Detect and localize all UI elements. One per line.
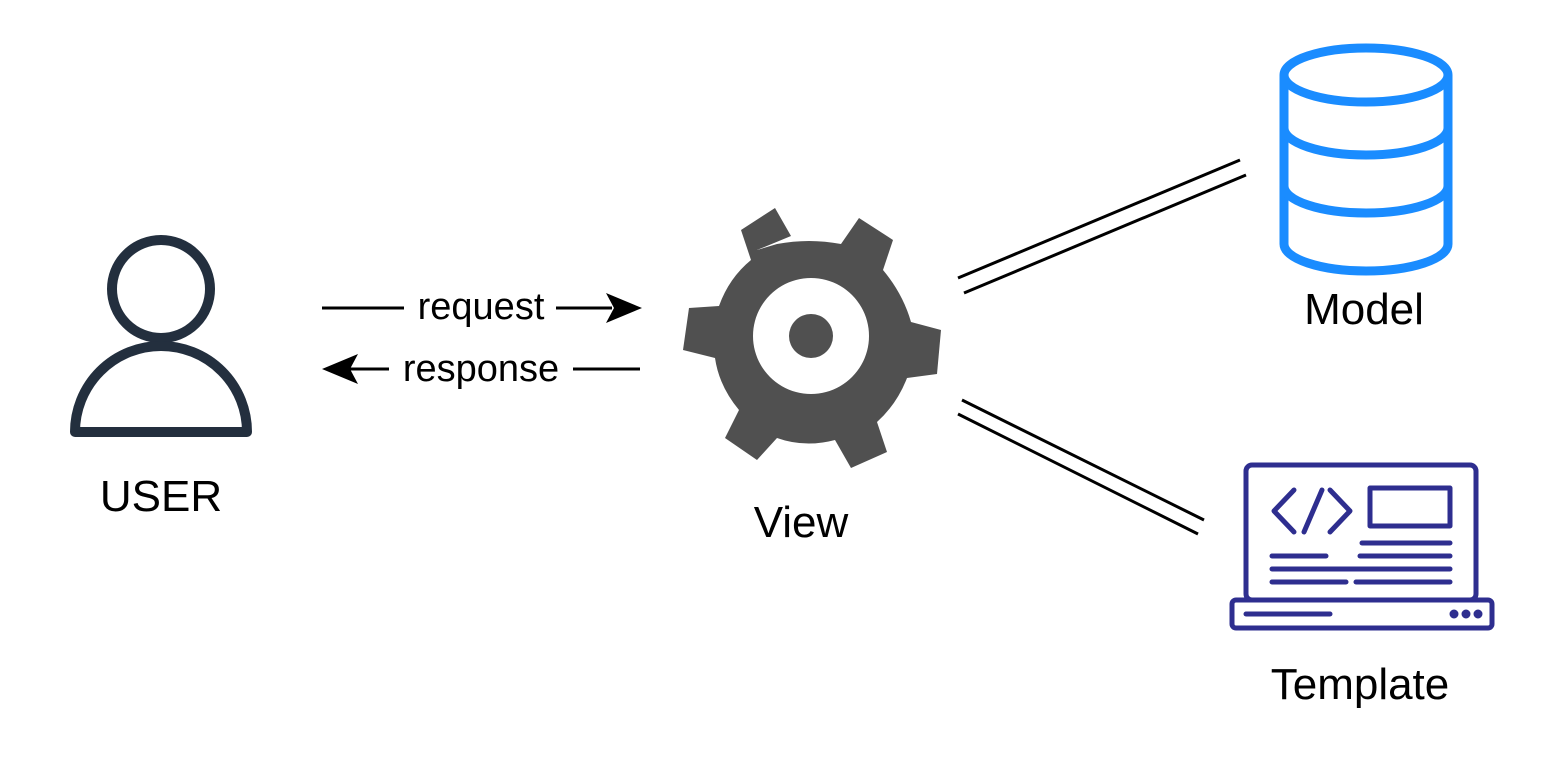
response-arrowhead	[322, 354, 358, 384]
response-label: response	[403, 348, 559, 390]
template-label: Template	[1271, 660, 1450, 709]
request-arrow: request	[322, 284, 642, 328]
user-label: USER	[100, 472, 222, 521]
response-arrow: response	[322, 346, 640, 390]
laptop-code-icon	[1229, 462, 1495, 631]
gear-icon	[683, 208, 941, 468]
user-icon	[70, 235, 252, 437]
database-icon	[1279, 43, 1453, 276]
model-label: Model	[1304, 285, 1424, 334]
view-model-connector	[957, 158, 1247, 295]
request-label: request	[418, 286, 545, 328]
view-template-connector	[957, 398, 1205, 536]
view-label: View	[754, 498, 849, 547]
request-arrowhead	[606, 293, 642, 323]
